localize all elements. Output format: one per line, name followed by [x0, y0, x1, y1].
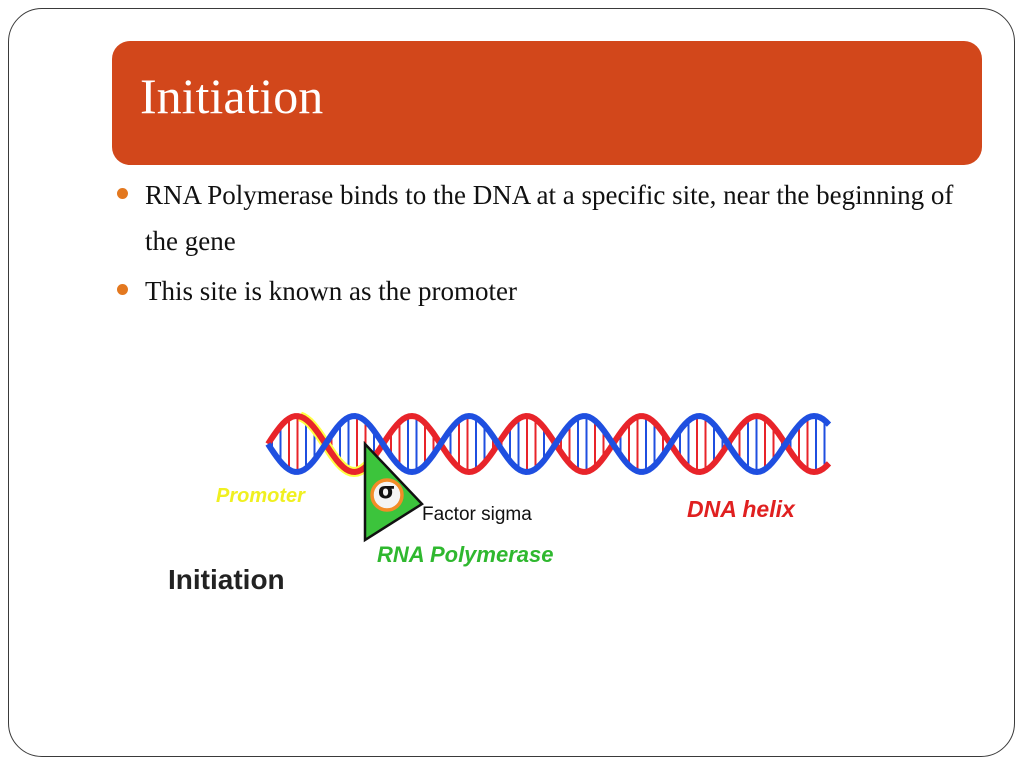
- dna-helix-drawing: [265, 411, 832, 543]
- dna-transcription-figure: σ Promoter Factor sigma DNA helix RNA Po…: [160, 392, 835, 617]
- title-bar: Initiation: [112, 41, 982, 165]
- bullet-dot-icon: [117, 188, 128, 199]
- bullet-text: This site is known as the promoter: [145, 276, 517, 306]
- dna-strand-red: [265, 412, 832, 476]
- bullet-item: This site is known as the promoter: [115, 268, 975, 314]
- bullet-text: RNA Polymerase binds to the DNA at a spe…: [145, 180, 954, 256]
- bullet-dot-icon: [117, 284, 128, 295]
- promoter-label: Promoter: [216, 485, 305, 507]
- slide-title: Initiation: [140, 68, 324, 124]
- sigma-symbol: σ: [378, 479, 396, 504]
- dna-strand-blue: [265, 412, 832, 476]
- initiation-label: Initiation: [168, 564, 285, 595]
- bullet-list: RNA Polymerase binds to the DNA at a spe…: [115, 172, 975, 318]
- dna-helix-label: DNA helix: [687, 496, 795, 522]
- bullet-item: RNA Polymerase binds to the DNA at a spe…: [115, 172, 975, 264]
- rna-polymerase-label: RNA Polymerase: [377, 542, 554, 567]
- slide-frame: Initiation: [8, 8, 1015, 757]
- factor-sigma-label: Factor sigma: [422, 504, 532, 525]
- sigma-factor-circle: [370, 478, 404, 512]
